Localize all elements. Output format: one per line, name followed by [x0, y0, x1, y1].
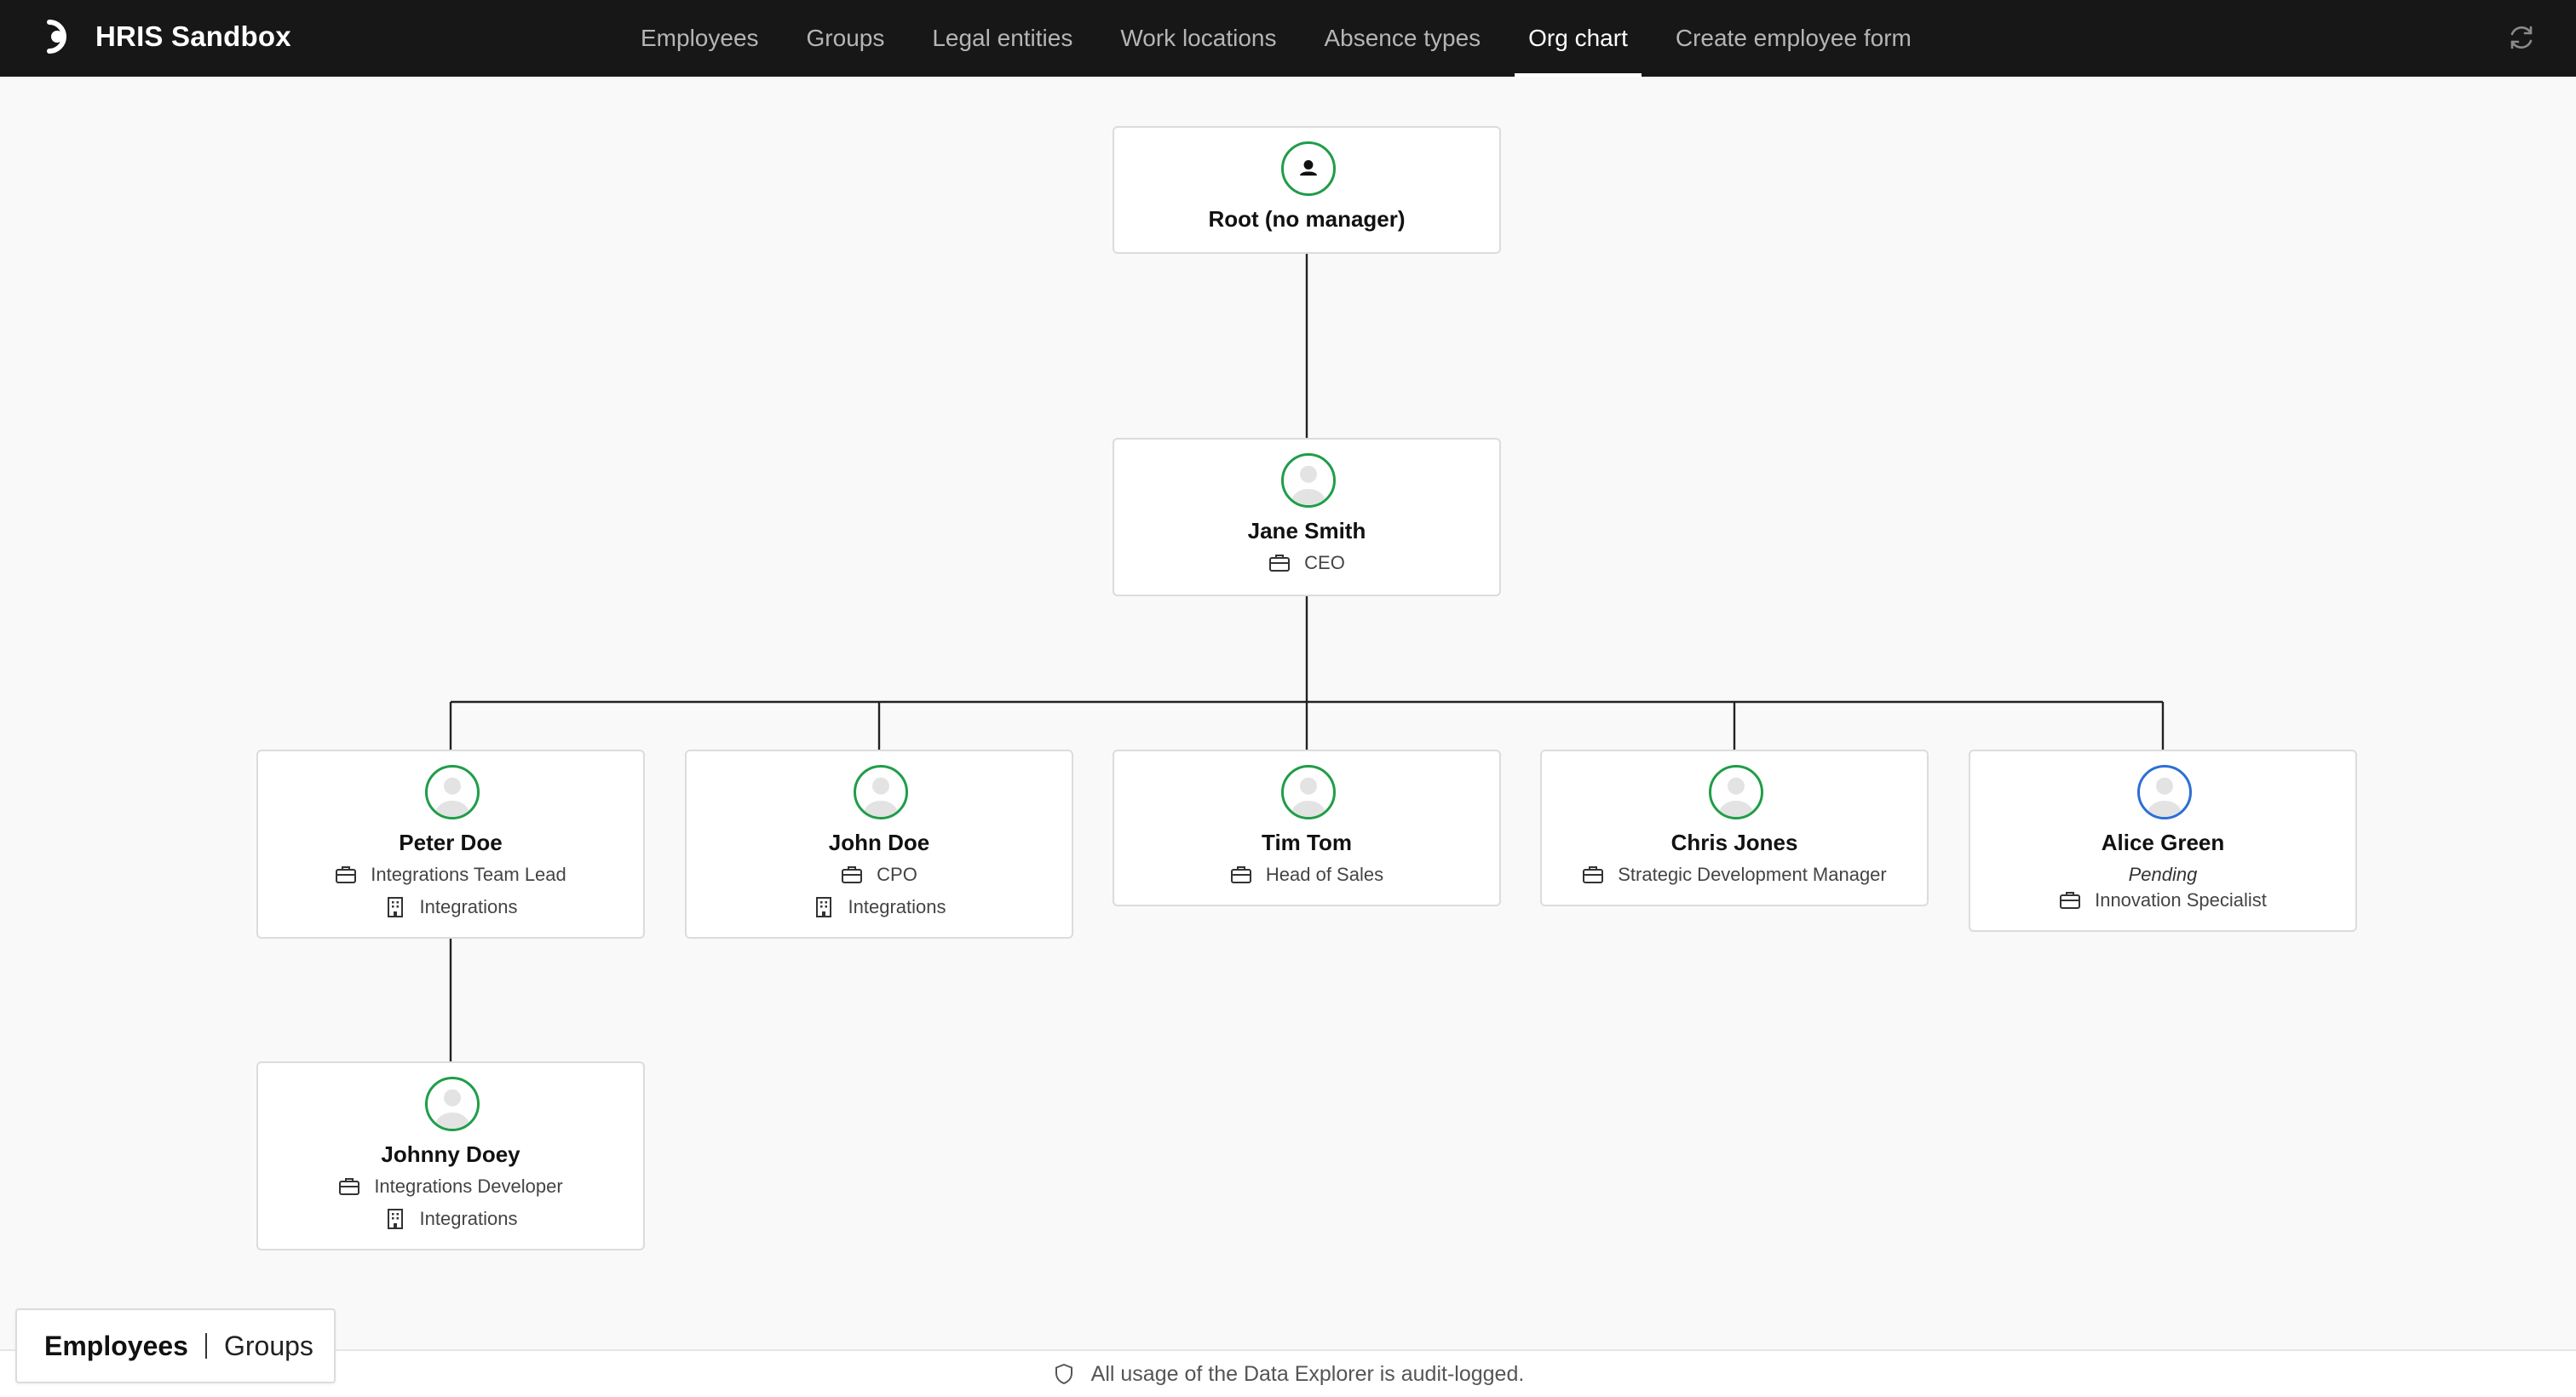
brand-logo-icon: [47, 20, 66, 54]
node-group: Integrations: [687, 896, 1072, 918]
avatar-placeholder-icon: [1291, 465, 1325, 505]
briefcase-icon: [1230, 866, 1251, 883]
job-title-text: Innovation Specialist: [2095, 889, 2267, 911]
nav-legal-entities[interactable]: Legal entities: [932, 25, 1073, 51]
org-node-chris-jones[interactable]: Chris Jones Strategic Development Manage…: [1540, 750, 1929, 906]
avatar-placeholder-icon: [1719, 777, 1753, 817]
person-icon: [1300, 160, 1317, 176]
brand[interactable]: HRIS Sandbox: [43, 15, 291, 58]
switch-employees[interactable]: Employees: [44, 1330, 188, 1361]
job-title-text: Head of Sales: [1265, 864, 1384, 885]
briefcase-icon: [1269, 555, 1291, 572]
node-name: Alice Green: [2101, 830, 2225, 855]
org-node-peter-doe[interactable]: Peter Doe Integrations Team Lead Integra…: [256, 750, 645, 939]
switch-divider: [204, 1333, 207, 1359]
org-node-alice-green[interactable]: Alice Green Pending Innovation Specialis…: [1969, 750, 2357, 932]
org-node-john-doe[interactable]: John Doe CPO Integrations: [685, 750, 1073, 939]
view-switch: Employees Groups: [15, 1308, 336, 1383]
node-name: Johnny Doey: [381, 1141, 520, 1167]
org-node-root[interactable]: Root (no manager): [1113, 126, 1501, 254]
job-title-text: Integrations Team Lead: [371, 864, 566, 885]
node-job-title: Integrations Developer: [258, 1176, 643, 1198]
avatar-placeholder-icon: [864, 777, 898, 817]
node-job-title: Integrations Team Lead: [258, 864, 643, 886]
group-text: Integrations: [419, 896, 518, 917]
main-nav: Employees Groups Legal entities Work loc…: [627, 0, 1946, 77]
nav-employees[interactable]: Employees: [641, 25, 759, 51]
job-title-text: CEO: [1304, 552, 1345, 573]
node-group: Integrations: [258, 1208, 643, 1230]
audit-notice: All usage of the Data Explorer is audit-…: [1090, 1361, 1525, 1386]
nav-groups[interactable]: Groups: [806, 25, 885, 51]
building-icon: [387, 897, 403, 917]
job-title-text: CPO: [877, 864, 917, 885]
nav-absence-types[interactable]: Absence types: [1324, 25, 1481, 51]
nav-work-locations[interactable]: Work locations: [1120, 25, 1277, 51]
building-icon: [815, 897, 831, 917]
shield-icon: [1055, 1364, 1072, 1384]
avatar: [854, 765, 908, 819]
org-node-johnny-doey[interactable]: Johnny Doey Integrations Developer Integ…: [256, 1061, 645, 1250]
node-job-title: CEO: [1114, 552, 1499, 574]
org-node-jane-smith[interactable]: Jane Smith CEO: [1113, 438, 1501, 596]
avatar-placeholder-icon: [435, 777, 469, 817]
node-job-title: Head of Sales: [1114, 864, 1499, 886]
briefcase-icon: [339, 1178, 360, 1195]
node-name: Tim Tom: [1262, 830, 1352, 855]
avatar: [1281, 453, 1336, 508]
node-job-title: Strategic Development Manager: [1542, 864, 1927, 886]
building-icon: [387, 1209, 403, 1229]
avatar-placeholder-icon: [2148, 777, 2182, 817]
status-badge: Pending: [2128, 864, 2198, 885]
briefcase-icon: [336, 866, 357, 883]
switch-groups[interactable]: Groups: [223, 1330, 313, 1361]
top-navigation-bar: HRIS Sandbox Employees Groups Legal enti…: [0, 0, 2576, 77]
node-name: Peter Doe: [399, 830, 503, 855]
avatar: [425, 765, 480, 819]
job-title-text: Integrations Developer: [374, 1176, 563, 1197]
node-job-title: Innovation Specialist: [1970, 889, 2355, 911]
group-text: Integrations: [848, 896, 946, 917]
node-name: Root (no manager): [1208, 206, 1406, 232]
briefcase-icon: [1583, 866, 1604, 883]
briefcase-icon: [842, 866, 863, 883]
node-name: John Doe: [828, 830, 930, 855]
root-avatar: [1281, 141, 1336, 196]
node-group: Integrations: [258, 896, 643, 918]
node-job-title: CPO: [687, 864, 1072, 886]
footer: All usage of the Data Explorer is audit-…: [0, 1349, 2576, 1397]
node-name: Chris Jones: [1670, 830, 1798, 855]
nav-org-chart[interactable]: Org chart: [1515, 0, 1642, 77]
avatar-placeholder-icon: [435, 1089, 469, 1129]
nav-create-employee-form[interactable]: Create employee form: [1675, 25, 1912, 51]
avatar: [1281, 765, 1336, 819]
node-name: Jane Smith: [1247, 518, 1366, 543]
avatar: [2137, 765, 2192, 819]
avatar: [425, 1077, 480, 1131]
avatar-placeholder-icon: [1291, 777, 1325, 817]
avatar: [1709, 765, 1763, 819]
refresh-icon[interactable]: [2504, 20, 2539, 55]
org-node-tim-tom[interactable]: Tim Tom Head of Sales: [1113, 750, 1501, 906]
group-text: Integrations: [419, 1208, 518, 1229]
briefcase-icon: [2060, 892, 2081, 909]
app-title: HRIS Sandbox: [95, 20, 291, 52]
job-title-text: Strategic Development Manager: [1618, 864, 1887, 885]
